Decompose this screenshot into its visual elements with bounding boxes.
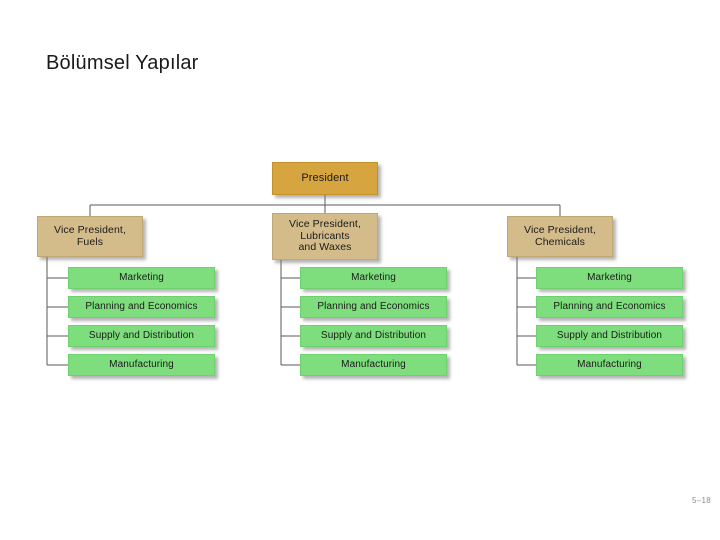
- node-unit-label: Manufacturing: [109, 359, 174, 371]
- node-unit-chem-planning-economics[interactable]: Planning and Economics: [536, 296, 683, 318]
- node-unit-fuels-manufacturing[interactable]: Manufacturing: [68, 354, 215, 376]
- node-unit-label: Planning and Economics: [317, 301, 430, 313]
- node-unit-lub-manufacturing[interactable]: Manufacturing: [300, 354, 447, 376]
- node-unit-fuels-planning-economics[interactable]: Planning and Economics: [68, 296, 215, 318]
- page-title: Bölümsel Yapılar: [46, 52, 199, 74]
- node-unit-chem-marketing[interactable]: Marketing: [536, 267, 683, 289]
- node-vp-lubricants-waxes-label: Vice President, Lubricants and Waxes: [289, 217, 361, 254]
- slide-number: 5–18: [692, 496, 711, 505]
- node-president[interactable]: President: [272, 162, 378, 195]
- node-president-label: President: [301, 172, 349, 185]
- node-unit-label: Marketing: [587, 272, 632, 284]
- node-vp-fuels[interactable]: Vice President, Fuels: [37, 216, 143, 257]
- node-unit-fuels-marketing[interactable]: Marketing: [68, 267, 215, 289]
- node-unit-fuels-supply-distribution[interactable]: Supply and Distribution: [68, 325, 215, 347]
- node-unit-label: Supply and Distribution: [556, 330, 663, 342]
- node-unit-label: Supply and Distribution: [88, 330, 195, 342]
- node-unit-label: Marketing: [351, 272, 396, 284]
- node-unit-label: Planning and Economics: [553, 301, 666, 313]
- node-vp-chemicals-label: Vice President, Chemicals: [524, 223, 596, 248]
- node-vp-fuels-label: Vice President, Fuels: [54, 223, 126, 248]
- node-unit-label: Marketing: [119, 272, 164, 284]
- node-unit-lub-supply-distribution[interactable]: Supply and Distribution: [300, 325, 447, 347]
- node-unit-lub-marketing[interactable]: Marketing: [300, 267, 447, 289]
- node-unit-lub-planning-economics[interactable]: Planning and Economics: [300, 296, 447, 318]
- node-unit-label: Manufacturing: [577, 359, 642, 371]
- node-unit-chem-supply-distribution[interactable]: Supply and Distribution: [536, 325, 683, 347]
- node-unit-label: Supply and Distribution: [320, 330, 427, 342]
- node-unit-label: Planning and Economics: [85, 301, 198, 313]
- node-unit-chem-manufacturing[interactable]: Manufacturing: [536, 354, 683, 376]
- node-unit-label: Manufacturing: [341, 359, 406, 371]
- node-vp-lubricants-waxes[interactable]: Vice President, Lubricants and Waxes: [272, 213, 378, 260]
- node-vp-chemicals[interactable]: Vice President, Chemicals: [507, 216, 613, 257]
